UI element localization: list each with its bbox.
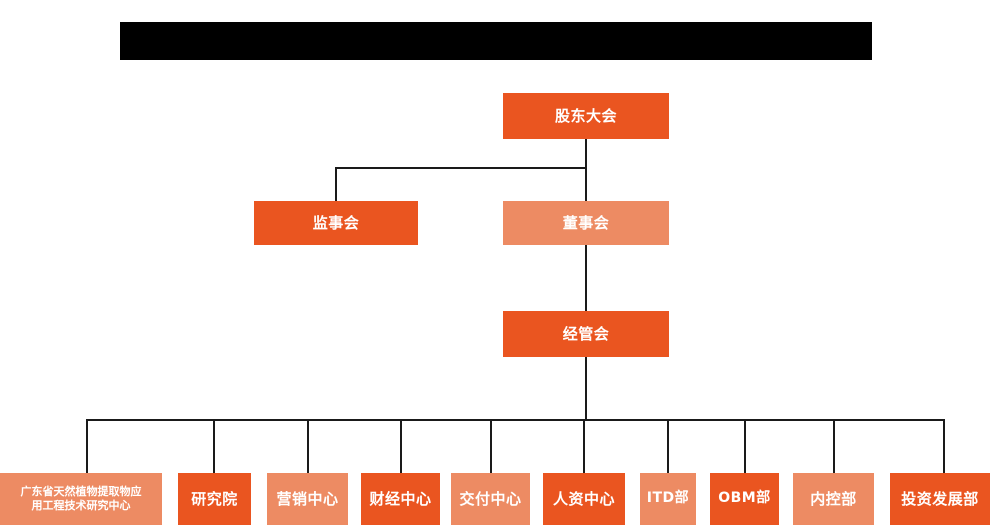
connector-to-investment [943,419,945,473]
node-research-center-label-line2: 用工程技术研究中心 [31,499,131,512]
connector-management-down [585,357,587,420]
node-internal-control[interactable]: 内控部 [793,473,874,525]
redacted-title-bar [120,22,872,60]
node-institute[interactable]: 研究院 [178,473,251,525]
node-directors-label: 董事会 [562,213,610,232]
connector-departments-bus [87,419,944,421]
connector-to-hr [583,419,585,473]
node-obm[interactable]: OBM部 [710,473,779,525]
node-investment-label: 投资发展部 [901,489,979,508]
connector-shareholders-down [585,139,587,168]
connector-to-internal-control [833,419,835,473]
node-management-label: 经管会 [562,324,610,343]
node-shareholders[interactable]: 股东大会 [503,93,669,139]
node-shareholders-label: 股东大会 [554,106,617,125]
node-itd[interactable]: ITD部 [640,473,696,525]
node-delivery[interactable]: 交付中心 [451,473,530,525]
node-hr[interactable]: 人资中心 [543,473,625,525]
connector-to-directors [585,167,587,201]
node-management[interactable]: 经管会 [503,311,669,357]
node-hr-label: 人资中心 [552,489,615,508]
node-research-center-label-line1: 广东省天然植物提取物应 [20,485,142,499]
connector-level2-bus [335,167,587,169]
connector-to-delivery [490,419,492,473]
connector-to-itd [667,419,669,473]
node-directors[interactable]: 董事会 [503,201,669,245]
connector-to-marketing [307,419,309,473]
node-investment[interactable]: 投资发展部 [890,473,990,525]
connector-to-finance [400,419,402,473]
node-obm-label: OBM部 [718,490,771,507]
node-finance-label: 财经中心 [369,489,432,508]
connector-to-obm [744,419,746,473]
node-supervisors-label: 监事会 [312,213,360,232]
connector-to-institute [213,419,215,473]
node-marketing-label: 营销中心 [276,489,339,508]
node-institute-label: 研究院 [191,489,238,508]
connector-to-research-center [86,419,88,473]
node-itd-label: ITD部 [646,490,690,507]
node-supervisors[interactable]: 监事会 [254,201,418,245]
node-delivery-label: 交付中心 [459,489,522,508]
node-marketing[interactable]: 营销中心 [267,473,348,525]
node-finance[interactable]: 财经中心 [361,473,440,525]
connector-to-supervisors [335,167,337,201]
node-internal-control-label: 内控部 [810,489,857,508]
node-research-center[interactable]: 广东省天然植物提取物应 用工程技术研究中心 [0,473,162,525]
connector-directors-to-management [585,241,587,311]
